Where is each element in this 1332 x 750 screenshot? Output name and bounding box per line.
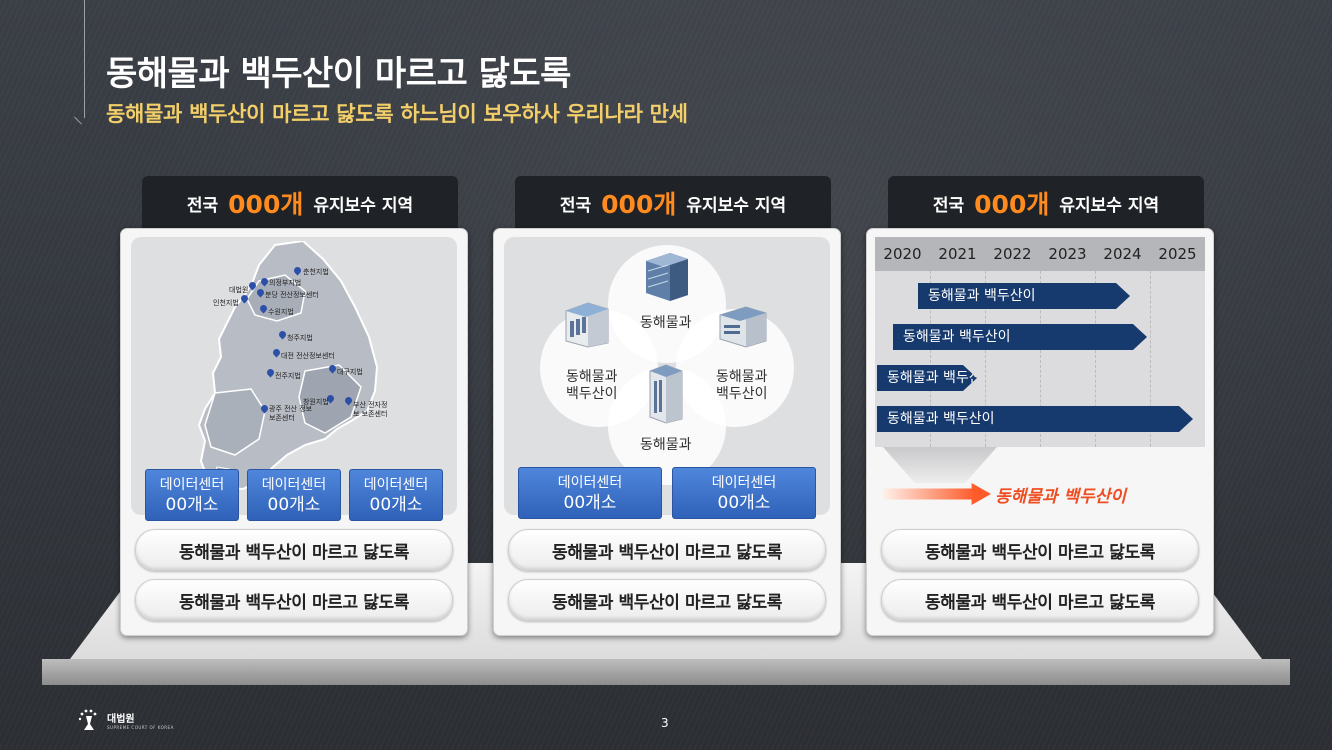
- panel-tab: 전국 000개 유지보수 지역: [515, 176, 831, 230]
- map-label: 대구지법: [337, 368, 363, 376]
- map-label: 전주지법: [275, 372, 301, 380]
- map-label: 분당 전산정보센터: [265, 291, 319, 299]
- circle-label-top: 동해물과: [640, 315, 692, 331]
- page-title: 동해물과 백두산이 마르고 닳도록: [106, 54, 571, 94]
- timeline-gridline: [985, 271, 987, 447]
- summary-pill: 동해물과 백두산이 마르고 닳도록: [881, 579, 1199, 621]
- summary-pill: 동해물과 백두산이 마르고 닳도록: [135, 529, 453, 571]
- page-number: 3: [661, 716, 669, 730]
- timeline-gridline: [930, 271, 932, 447]
- datacenter-label: 데이터센터: [711, 475, 777, 491]
- datacenter-label: 데이터센터: [159, 477, 225, 493]
- panel-card: 2020 2021 2022 2023 2024 2025 동해물과 백두산이 …: [866, 228, 1214, 636]
- year-label: 2020: [883, 245, 922, 263]
- timeline-result: 동해물과 백두산이: [995, 487, 1127, 507]
- panel-card: 동해물과 동해물과 백두산이 동해물과 백두산이 동해물과 데이터센터 00개소…: [493, 228, 841, 636]
- tab-prefix: 전국: [932, 195, 965, 216]
- map-label: 부산 전자정보 보존센터: [353, 401, 388, 418]
- building-icon: [565, 302, 609, 348]
- timeline-bar: 동해물과 백두산이: [877, 365, 977, 391]
- tab-count: 000개: [974, 190, 1050, 219]
- map-label: 대법원: [229, 286, 249, 294]
- circle-label-right: 동해물과 백두산이: [716, 369, 768, 402]
- datacenter-label: 데이터센터: [363, 477, 429, 493]
- timeline-gridline: [1095, 271, 1097, 447]
- tab-count: 000개: [601, 190, 677, 219]
- map-area: 춘천지법 대법원 의정부지법 분당 전산정보센터 인천지법 수원지법 청주지법 …: [131, 237, 457, 521]
- timeline-bar: 동해물과 백두산이: [893, 324, 1147, 350]
- map-label: 청주지법: [287, 334, 313, 342]
- tab-prefix: 전국: [559, 195, 592, 216]
- panel-tab: 전국 000개 유지보수 지역: [142, 176, 458, 230]
- tab-prefix: 전국: [186, 195, 219, 216]
- tab-suffix: 유지보수 지역: [686, 195, 787, 216]
- timeline-years: 2020 2021 2022 2023 2024 2025: [875, 237, 1205, 271]
- map-label: 광주 전산 정보보존센터: [269, 405, 313, 422]
- tab-count: 000개: [228, 190, 304, 219]
- datacenter-card: 데이터센터 00개소: [145, 469, 239, 521]
- datacenter-label: 데이터센터: [557, 475, 623, 491]
- map-label: 춘천지법: [303, 268, 329, 276]
- court-emblem-icon: [78, 709, 97, 730]
- map-label: 인천지법: [213, 299, 239, 307]
- datacenter-count: 00개소: [369, 495, 423, 515]
- year-label: 2025: [1158, 245, 1197, 263]
- summary-pill: 동해물과 백두산이 마르고 닳도록: [508, 579, 826, 621]
- timeline-bar: 동해물과 백두산이: [918, 283, 1130, 309]
- circle-label-left: 동해물과 백두산이: [566, 369, 618, 402]
- timeline-bar: 동해물과 백두산이: [877, 406, 1193, 432]
- summary-pill: 동해물과 백두산이 마르고 닳도록: [508, 529, 826, 571]
- datacenter-count: 00개소: [267, 495, 321, 515]
- map-label: 수원지법: [268, 308, 294, 316]
- logo-name: 대법원: [107, 714, 135, 725]
- datacenter-card: 데이터센터 00개소: [247, 469, 341, 521]
- tab-suffix: 유지보수 지역: [1059, 195, 1160, 216]
- logo-subtitle: SUPREME COURT OF KOREA: [107, 725, 174, 730]
- tab-suffix: 유지보수 지역: [313, 195, 414, 216]
- court-logo: 대법원 SUPREME COURT OF KOREA: [76, 708, 174, 732]
- datacenter-building-icon: [719, 306, 767, 348]
- datacenter-count: 00개소: [717, 493, 771, 513]
- panel-card: 춘천지법 대법원 의정부지법 분당 전산정보센터 인천지법 수원지법 청주지법 …: [120, 228, 468, 636]
- stage-platform-front: [42, 659, 1290, 685]
- map-label: 의정부지법: [269, 279, 302, 287]
- year-label: 2022: [993, 245, 1032, 263]
- timeline-funnel: [883, 447, 997, 483]
- summary-pill: 동해물과 백두산이 마르고 닳도록: [881, 529, 1199, 571]
- datacenter-count: 00개소: [563, 493, 617, 513]
- result-arrow-icon: [883, 483, 991, 505]
- tall-building-icon: [649, 364, 683, 424]
- korea-map: 춘천지법 대법원 의정부지법 분당 전산정보센터 인천지법 수원지법 청주지법 …: [155, 239, 395, 491]
- timeline-gridline: [1150, 271, 1152, 447]
- map-label: 대전 전산정보센터: [281, 352, 335, 360]
- office-tower-icon: [646, 253, 688, 301]
- header-rule: [84, 0, 85, 118]
- summary-pill: 동해물과 백두산이 마르고 닳도록: [135, 579, 453, 621]
- map-label: 창원지법: [303, 398, 329, 406]
- year-label: 2024: [1103, 245, 1142, 263]
- datacenter-card: 데이터센터 00개소: [672, 467, 816, 519]
- header-rule-tick: [74, 109, 89, 125]
- datacenter-label: 데이터센터: [261, 477, 327, 493]
- circle-label-bottom: 동해물과: [640, 437, 692, 453]
- datacenter-count: 00개소: [165, 495, 219, 515]
- year-label: 2021: [938, 245, 977, 263]
- building-area: 동해물과 동해물과 백두산이 동해물과 백두산이 동해물과 데이터센터 00개소…: [504, 237, 830, 519]
- datacenter-card: 데이터센터 00개소: [518, 467, 662, 519]
- year-label: 2023: [1048, 245, 1087, 263]
- panel-tab: 전국 000개 유지보수 지역: [888, 176, 1204, 230]
- timeline-gridline: [1040, 271, 1042, 447]
- page-subtitle: 동해물과 백두산이 마르고 닳도록 하느님이 보우하사 우리나라 만세: [106, 102, 688, 126]
- datacenter-card: 데이터센터 00개소: [349, 469, 443, 521]
